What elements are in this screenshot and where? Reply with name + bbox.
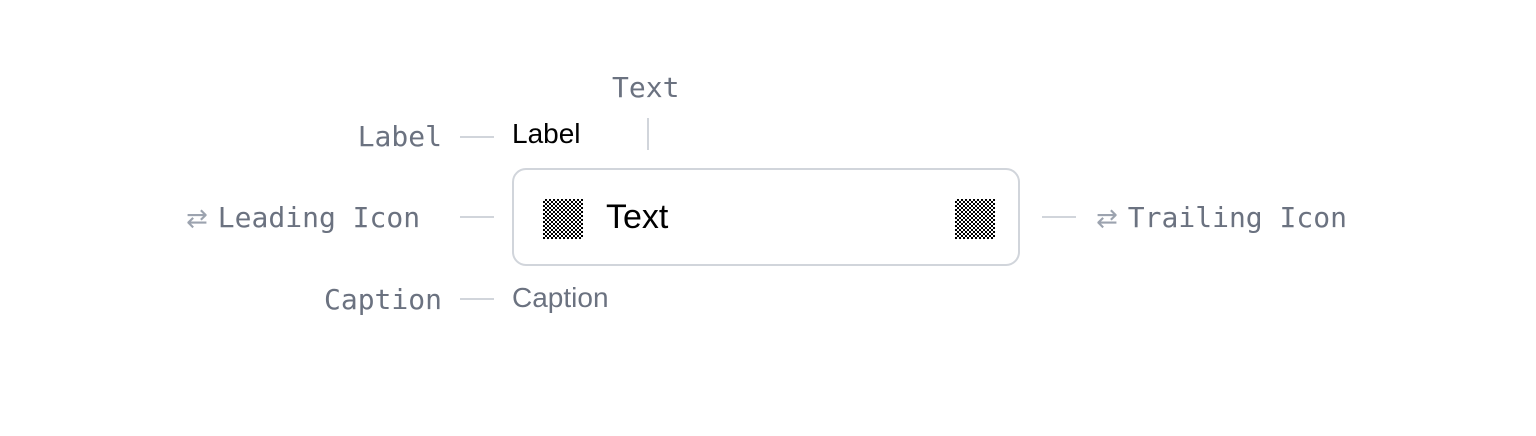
checkerboard-icon — [543, 199, 583, 239]
text-input[interactable]: Text — [512, 168, 1020, 266]
annotation-label: Label — [357, 120, 442, 153]
annotation-text: Text — [612, 71, 680, 104]
swap-icon: ⇄ — [186, 204, 208, 234]
field-caption: Caption — [512, 282, 609, 313]
trailing-icon-connector — [1042, 216, 1076, 218]
annotation-leading-icon-label: Leading Icon — [217, 201, 421, 234]
swap-icon: ⇄ — [1096, 204, 1118, 234]
annotation-leading-icon: ⇄ Leading Icon — [186, 201, 421, 234]
text-connector — [647, 118, 649, 150]
caption-connector — [460, 298, 494, 300]
annotation-trailing-icon: ⇄ Trailing Icon — [1096, 201, 1347, 234]
annotation-trailing-icon-label: Trailing Icon — [1127, 201, 1347, 234]
label-connector — [460, 136, 494, 138]
leading-icon-connector — [460, 216, 494, 218]
input-value: Text — [606, 198, 669, 236]
annotation-caption: Caption — [323, 283, 442, 316]
field-label: Label — [512, 118, 581, 149]
checkerboard-icon — [955, 199, 995, 239]
